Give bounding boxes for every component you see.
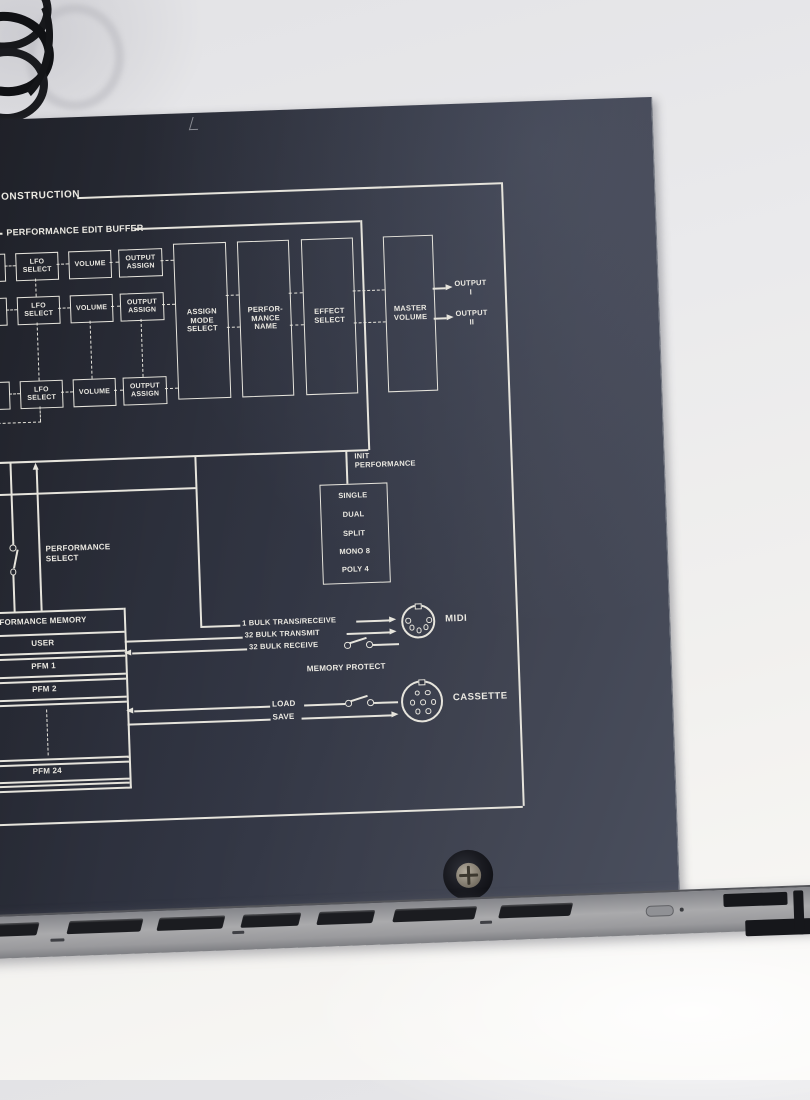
vent-slot bbox=[392, 906, 478, 923]
rail-dot bbox=[679, 907, 684, 912]
performance-name-box: PERFOR- MANCE NAME bbox=[236, 239, 295, 398]
output-2-label: OUTPUT II bbox=[455, 307, 488, 327]
performance-select-label: PERFORMANCE SELECT bbox=[45, 542, 111, 563]
arrow-left-icon bbox=[124, 649, 132, 656]
lfo-select-box: LFO SELECT bbox=[16, 295, 61, 326]
rail-mark bbox=[480, 920, 493, 925]
din-pin bbox=[415, 627, 422, 634]
vent-slot bbox=[498, 902, 574, 919]
rail-hole bbox=[645, 904, 674, 917]
output-assign-box: OUTPUT ASSIGN bbox=[119, 292, 165, 322]
vent-slot bbox=[316, 909, 376, 926]
lfo-select-box: LFO SELECT bbox=[15, 251, 60, 282]
save-label: SAVE bbox=[272, 711, 295, 722]
cassette-label: CASSETTE bbox=[452, 690, 508, 704]
din-pin bbox=[424, 689, 431, 696]
din-pin bbox=[414, 708, 421, 715]
rail-mark bbox=[232, 930, 245, 935]
cutoff-box bbox=[0, 297, 8, 328]
volume-box: VOLUME bbox=[72, 377, 117, 408]
arrow-right-icon bbox=[389, 616, 397, 623]
rail-mark bbox=[50, 938, 65, 942]
arrow-right-icon bbox=[391, 711, 399, 718]
vent-slot bbox=[66, 918, 144, 935]
midi-label: MIDI bbox=[444, 612, 468, 625]
din-pin bbox=[408, 624, 415, 631]
lfo-select-box: LFO SELECT bbox=[19, 379, 64, 410]
din-pin bbox=[426, 616, 432, 623]
vent-slot bbox=[156, 915, 226, 931]
output-assign-box: OUTPUT ASSIGN bbox=[118, 248, 164, 278]
switch-contact bbox=[366, 699, 374, 706]
output-assign-box: OUTPUT ASSIGN bbox=[122, 376, 168, 406]
effect-select-box: EFFECT SELECT bbox=[300, 237, 359, 396]
cutoff-box bbox=[0, 381, 11, 412]
arrow-left-icon bbox=[126, 707, 134, 714]
init-performance-label: INIT PERFORMANCE bbox=[354, 451, 416, 470]
din-pin bbox=[425, 708, 432, 714]
din-pin bbox=[419, 699, 426, 706]
volume-box: VOLUME bbox=[68, 249, 113, 280]
din-pin bbox=[414, 690, 421, 697]
output-1-label: OUTPUT I bbox=[454, 277, 487, 297]
master-volume-box: MASTER VOLUME bbox=[382, 234, 439, 393]
load-label: LOAD bbox=[271, 698, 296, 709]
din-notch bbox=[418, 679, 426, 686]
vent-slot bbox=[0, 922, 40, 938]
rack-bar bbox=[793, 890, 805, 935]
rack-bar bbox=[723, 891, 788, 908]
switch-contact bbox=[9, 544, 17, 552]
din-pin bbox=[405, 617, 411, 624]
arrow-right-icon bbox=[389, 628, 397, 635]
switch-contact bbox=[365, 641, 373, 648]
din-pin bbox=[409, 699, 416, 706]
assign-mode-select-box: ASSIGN MODE SELECT bbox=[172, 241, 232, 400]
din-pin bbox=[430, 698, 437, 705]
cable-shadow bbox=[26, 4, 124, 110]
cutoff-box bbox=[0, 253, 7, 284]
din-pin bbox=[422, 624, 429, 630]
volume-box: VOLUME bbox=[69, 293, 114, 324]
rack-ear bbox=[689, 884, 810, 948]
din-notch bbox=[414, 603, 422, 610]
vent-slot bbox=[240, 912, 302, 928]
